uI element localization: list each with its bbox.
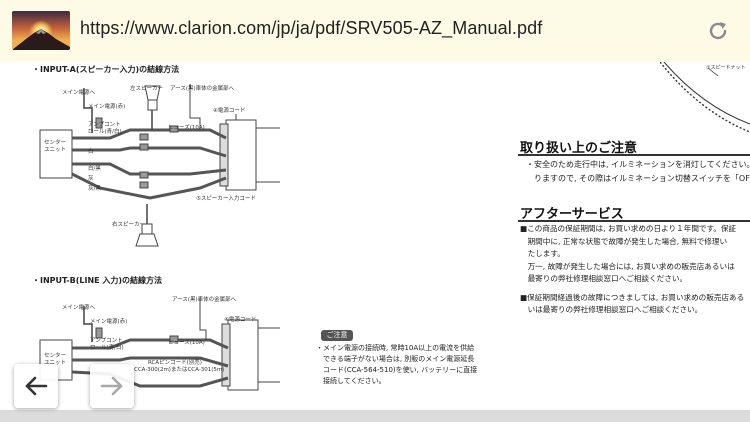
handling-line: りますので, その際はイルミネーション切替スイッチを「OFF」に: [526, 174, 750, 183]
pdf-page: ・INPUT-A(スピーカー入力)の結線方法: [0, 62, 750, 410]
label-gray-black: 灰/黒: [88, 186, 101, 192]
label-fuse: ヒューズ(10A): [168, 125, 205, 131]
label-power-code: ④電源コード: [213, 108, 246, 114]
service-title: アフターサービス: [520, 207, 624, 222]
input-b-heading: ・INPUT-B(LINE 入力)の結線方法: [32, 276, 163, 285]
service-line: 最寄りの弊社修理相談窓口へご相談ください。: [520, 274, 688, 283]
input-a-heading: ・INPUT-A(スピーカー入力)の結線方法: [32, 65, 180, 74]
service-rule: [518, 220, 750, 222]
service-line: 万一, 故障が発生した場合には, お買い求めの販売店あるいは: [520, 261, 735, 271]
handling-title: 取り扱い上のご注意: [520, 141, 638, 156]
label-b-power-code: ④電源コード: [224, 317, 257, 323]
page-bottom-edge: [0, 410, 750, 422]
label-b-ground: アース(黒)車体の金属部へ: [172, 297, 237, 303]
label-b-rca-pin: RCAピンコード(別売): [148, 360, 202, 366]
input-a-wiring-diagram: [39, 84, 280, 247]
service-line: たします。: [520, 249, 565, 258]
caution-text: ・メイン電源の接続時, 常時10A以上の電流を供給 できる端子がない場合は, 別…: [316, 343, 477, 387]
caution-line: コード(CCA-564-510)を使い, バッテリーに直接: [316, 366, 478, 374]
handling-line: ・安全のため走行中は, イルミネーションを消灯してください。ま: [526, 160, 750, 169]
label-gray: 灰: [88, 176, 94, 182]
label-roll-blue-white: ロール(青/白): [88, 129, 122, 135]
back-button[interactable]: [14, 364, 58, 408]
label-b-roll-blue-white: ロール(青/白): [90, 345, 124, 351]
label-speed-nut: ①スピードナット: [706, 65, 746, 71]
label-right-speaker: 右スピーカー: [112, 222, 146, 228]
label-main-power: メイン電源へ: [62, 90, 96, 96]
handling-text: ・安全のため走行中は, イルミネーションを消灯してください。ま りますので, そ…: [526, 158, 750, 186]
service-line: いは最寄りの弊社修理相談窓口へご相談ください。: [520, 305, 703, 314]
label-white-black: 白/黒: [88, 166, 101, 172]
service-line: 期間中に, 正常な状態で故障が発生した場合, 無料で修理い: [520, 236, 728, 246]
mountain-sunrise-thumbnail[interactable]: [12, 11, 70, 50]
label-b-fuse: ヒューズ(10A): [168, 340, 205, 346]
caution-tag: ご注意: [321, 330, 353, 341]
caution-line: ・メイン電源の接続時, 常時10A以上の電流を供給: [316, 344, 475, 352]
label-white: 白: [88, 149, 94, 155]
caution-line: できる端子がない場合は, 別販のメイン電源延長: [316, 355, 475, 363]
label-b-cca-codes: CCA-300(2m)またはCCA-301(5m): [134, 367, 225, 373]
service-line: ■この商品の保証期間は, お買い求めの日より１年間です。保証: [520, 224, 737, 233]
label-b-main-power: メイン電源へ: [62, 305, 96, 311]
service-line: ■保証期間経過後の故障につきましては, お買い求めの販売店ある: [520, 292, 745, 302]
label-center-unit: センター: [44, 140, 67, 146]
label-b-center-unit: センター: [44, 353, 67, 359]
label-main-power-red: メイン電源(赤): [88, 104, 126, 110]
arrow-right-icon: [100, 376, 123, 396]
label-left-speaker: 左スピーカー: [130, 86, 164, 92]
reload-icon[interactable]: [706, 19, 730, 43]
address-bar: https://www.clarion.com/jp/ja/pdf/SRV505…: [0, 0, 750, 62]
url-text[interactable]: https://www.clarion.com/jp/ja/pdf/SRV505…: [80, 18, 543, 38]
label-speaker-input-code: ⑤スピーカー入力コード: [196, 196, 256, 202]
label-b-amp-control: アンプコント: [90, 338, 123, 344]
label-ground: アース(黒)車体の金属部へ: [170, 86, 235, 92]
label-center-unit-2: ユニット: [44, 147, 67, 153]
label-amp-control: アンプコント: [88, 122, 121, 128]
caution-line: 接続してください。: [316, 377, 386, 385]
service-text: ■この商品の保証期間は, お買い求めの日より１年間です。保証 期間中に, 正常な…: [520, 223, 744, 317]
label-b-main-power-red: メイン電源(赤): [90, 319, 128, 325]
handling-rule: [518, 154, 750, 156]
label-b-center-unit-2: ユニット: [44, 360, 67, 366]
arrow-left-icon: [25, 376, 48, 396]
forward-button[interactable]: [90, 364, 134, 408]
speed-nut-diagram: [660, 62, 750, 133]
